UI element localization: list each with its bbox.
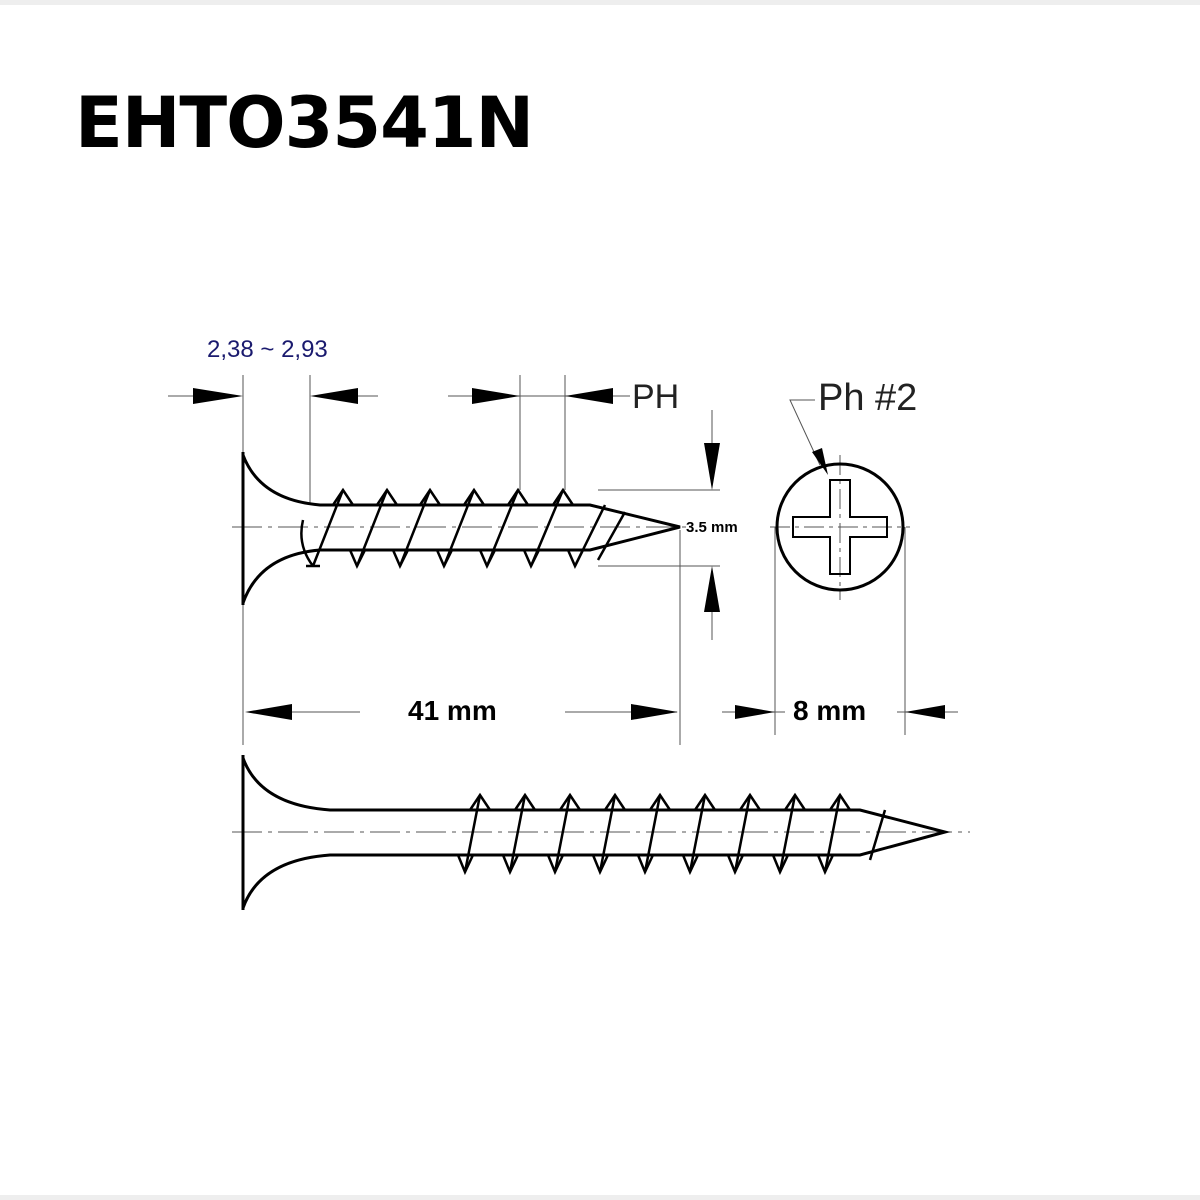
screw-side-view-short	[241, 452, 681, 605]
head-thickness-label: 2,38 ~ 2,93	[207, 336, 328, 363]
pitch-label: PH	[632, 378, 679, 416]
dimension-arrows	[193, 388, 945, 720]
head-diameter-label: 8 mm	[793, 695, 866, 726]
length-label: 41 mm	[408, 695, 497, 726]
diameter-label: 3.5 mm	[686, 519, 738, 536]
screw-head-view	[775, 462, 905, 592]
drive-type-label: Ph #2	[818, 377, 917, 419]
product-code-title: EHTO3541N	[75, 82, 534, 164]
screw-side-view-long	[241, 755, 951, 910]
bottom-border	[0, 1195, 1200, 1200]
top-border	[0, 0, 1200, 5]
extension-lines	[168, 375, 970, 833]
